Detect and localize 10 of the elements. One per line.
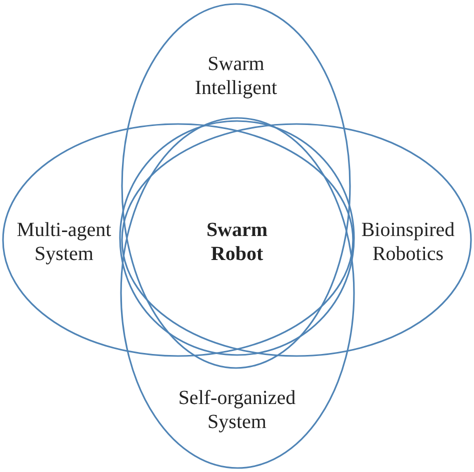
set-label: Bioinspired Robotics — [360, 218, 456, 266]
venn-ellipse — [2, 123, 354, 357]
venn-ellipse — [120, 117, 355, 469]
set-label: Swarm Robot — [205, 218, 269, 266]
venn-ellipse — [121, 123, 472, 357]
venn-circle — [119, 120, 355, 356]
set-label: Self-organized System — [177, 386, 297, 434]
set-label: Swarm Intelligent — [194, 52, 278, 100]
set-label: Multi-agent System — [16, 218, 112, 266]
venn-ellipse — [121, 3, 351, 369]
